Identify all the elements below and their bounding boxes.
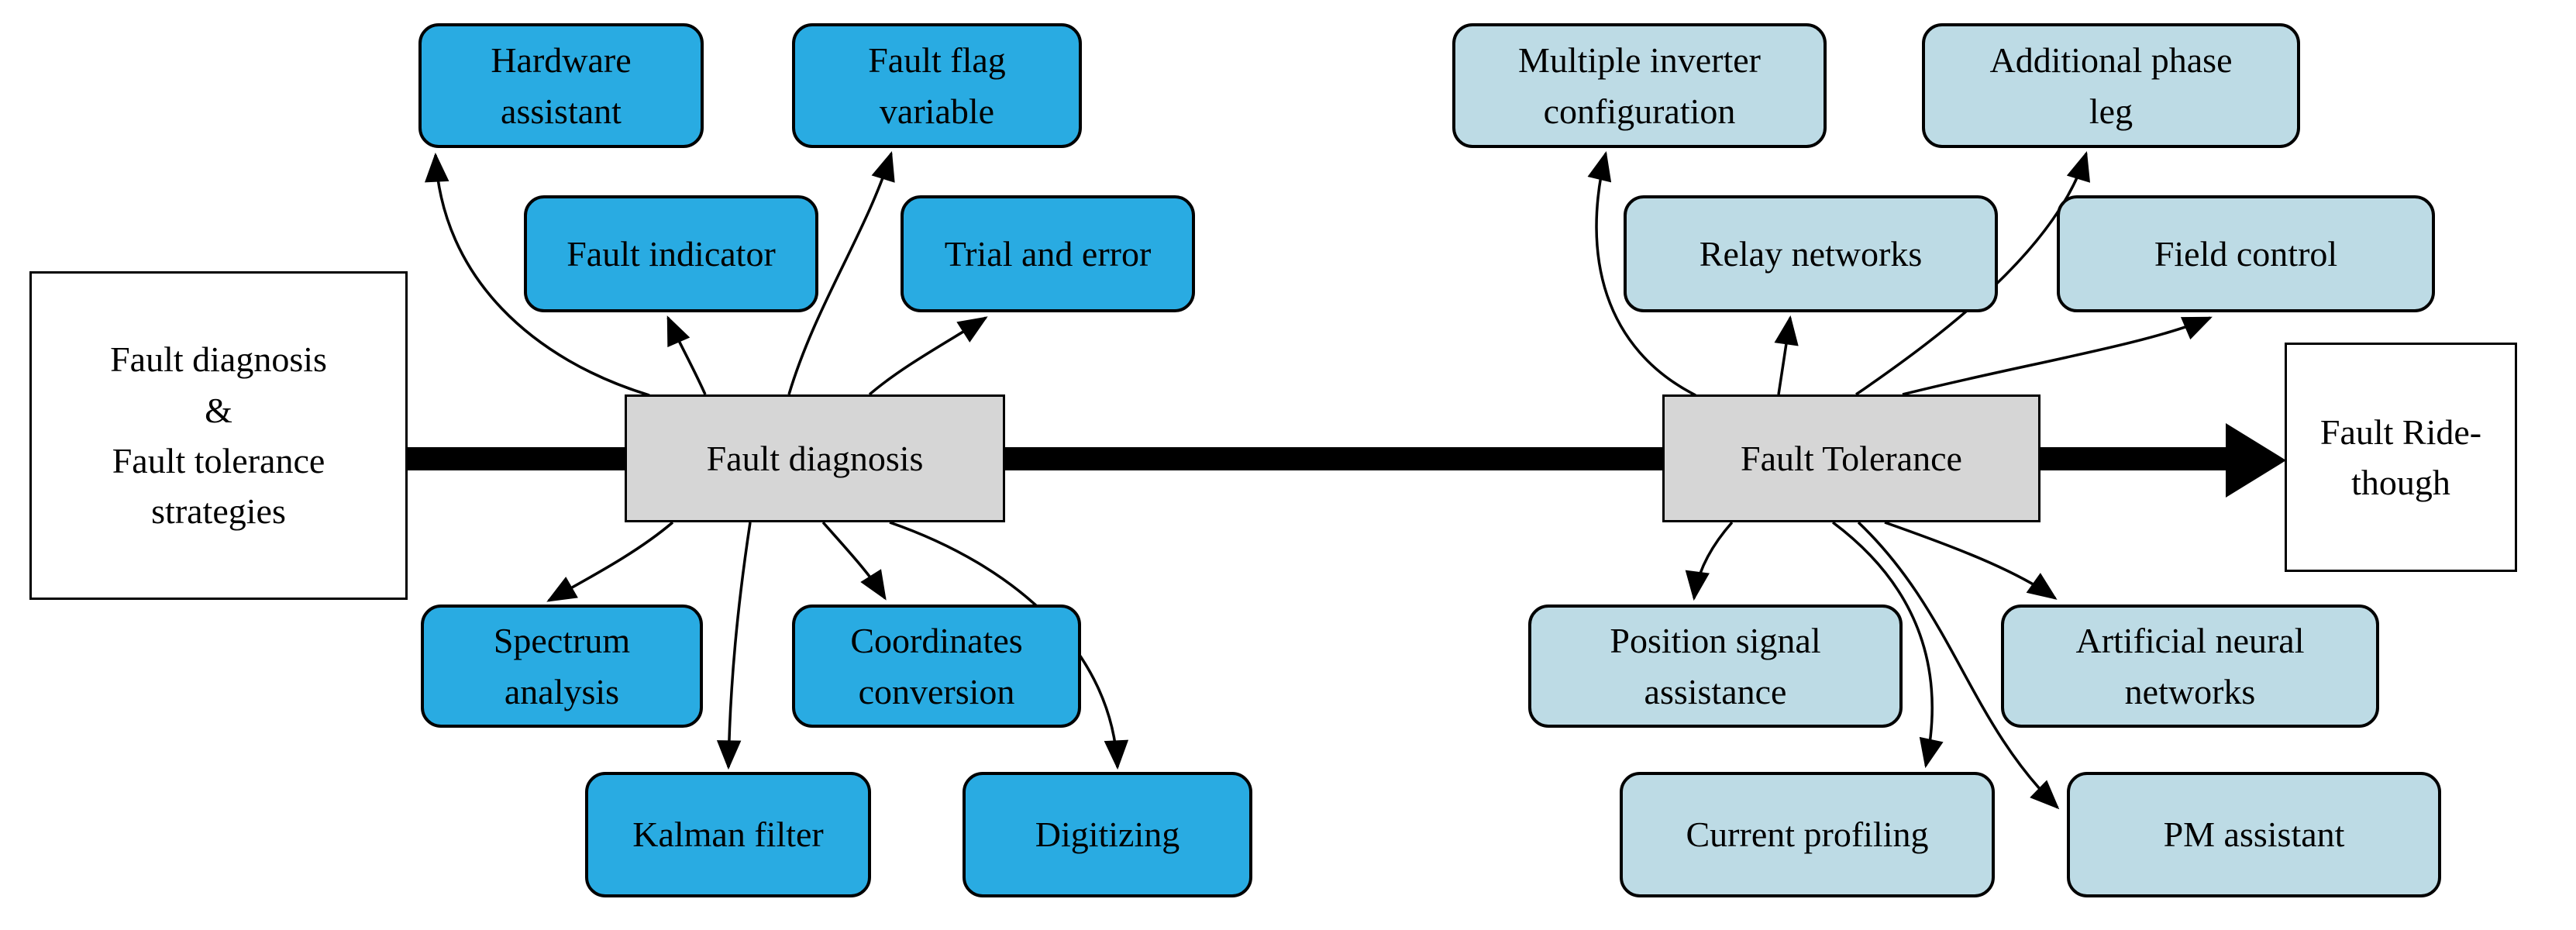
arrow-tolerance-to-pm-assistant [1857,521,2060,810]
arrow-tolerance-to-current-profiling [1831,521,1944,769]
node-fault-indicator: Fault indicator [524,195,818,312]
arrow-tolerance-to-field-control [1902,316,2213,396]
arrow-tolerance-to-position-signal-assistance [1685,521,1734,601]
node-kalman-filter: Kalman filter [585,772,871,897]
node-multiple-inverter-configuration: Multiple inverter configuration [1452,23,1827,148]
arrow-diagnosis-to-fault-flag-variable [787,150,895,395]
arrow-diagnosis-to-kalman-filter [716,522,752,770]
arrow-diagnosis-to-spectrum-analysis [546,521,674,602]
node-stage-fault-diagnosis: Fault diagnosis [625,394,1005,522]
node-position-signal-assistance: Position signal assistance [1528,604,1903,728]
arrow-diagnosis-to-hardware-assistant [425,152,650,397]
arrow-diagnosis-to-coordinates-conversion [821,521,887,601]
node-hardware-assistant: Hardware assistant [418,23,704,148]
node-current-profiling: Current profiling [1620,772,1995,897]
node-trial-and-error: Trial and error [901,195,1195,312]
node-fault-flag-variable: Fault flag variable [792,23,1082,148]
node-coordinates-conversion: Coordinates conversion [792,604,1081,728]
node-additional-phase-leg: Additional phase leg [1922,23,2300,148]
node-field-control: Field control [2057,195,2435,312]
arrow-tolerance-to-relay-networks [1774,315,1799,395]
arrow-tolerance-to-artificial-neural-networks [1884,521,2058,600]
node-artificial-neural-networks: Artificial neural networks [2001,604,2379,728]
node-spectrum-analysis: Spectrum analysis [421,604,703,728]
node-pm-assistant: PM assistant [2067,772,2441,897]
node-target-fault-ride-through: Fault Ride- though [2285,343,2517,572]
node-stage-fault-tolerance: Fault Tolerance [1662,394,2040,522]
node-source-strategies: Fault diagnosis & Fault tolerance strate… [29,271,408,600]
arrow-diagnosis-to-fault-indicator [666,315,707,395]
arrow-diagnosis-to-trial-and-error [868,316,988,396]
node-digitizing: Digitizing [963,772,1252,897]
node-relay-networks: Relay networks [1624,195,1998,312]
arrow-tolerance-to-multiple-inverter-configuration [1587,150,1696,397]
